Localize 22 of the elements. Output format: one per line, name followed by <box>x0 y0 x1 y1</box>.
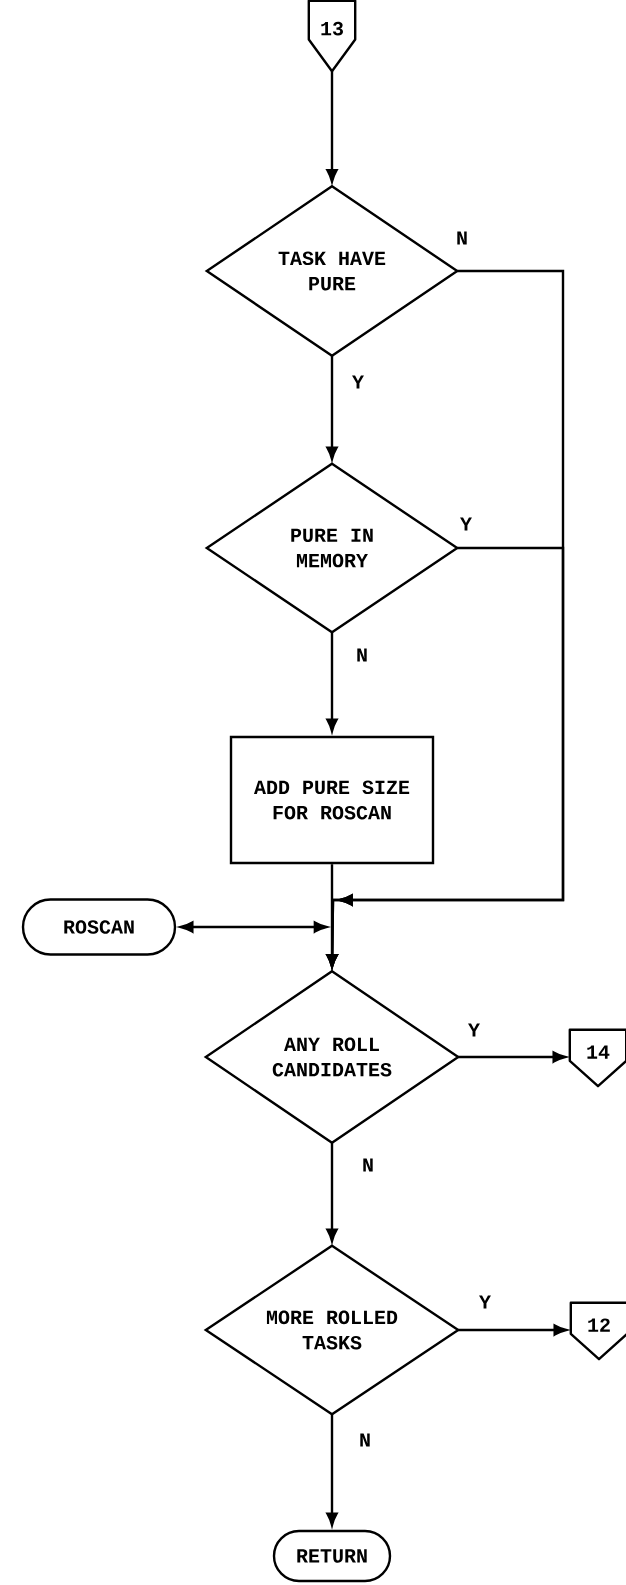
process-box: ADD PURE SIZE FOR ROSCAN <box>229 735 435 865</box>
offpage-connector: 12 <box>569 1301 626 1361</box>
arrow <box>326 864 338 968</box>
edge-label: Y <box>466 1022 482 1038</box>
edge-label: Y <box>458 516 474 532</box>
arrow <box>326 1414 338 1527</box>
arrow <box>179 921 328 933</box>
arrow <box>458 1051 567 1063</box>
terminator: RETURN <box>272 1529 392 1583</box>
edge-label: N <box>360 1157 376 1173</box>
terminator: ROSCAN <box>21 898 177 956</box>
edge-label: N <box>354 647 370 663</box>
arrow <box>326 1142 338 1243</box>
arrow <box>458 1324 568 1336</box>
arrow <box>326 71 338 183</box>
arrow <box>326 632 338 733</box>
edge-label: N <box>357 1432 373 1448</box>
offpage-connector: 13 <box>307 0 357 73</box>
edge-label: Y <box>350 374 366 390</box>
edge-label: Y <box>477 1294 493 1310</box>
arrow <box>326 355 338 461</box>
offpage-connector: 14 <box>568 1028 626 1088</box>
